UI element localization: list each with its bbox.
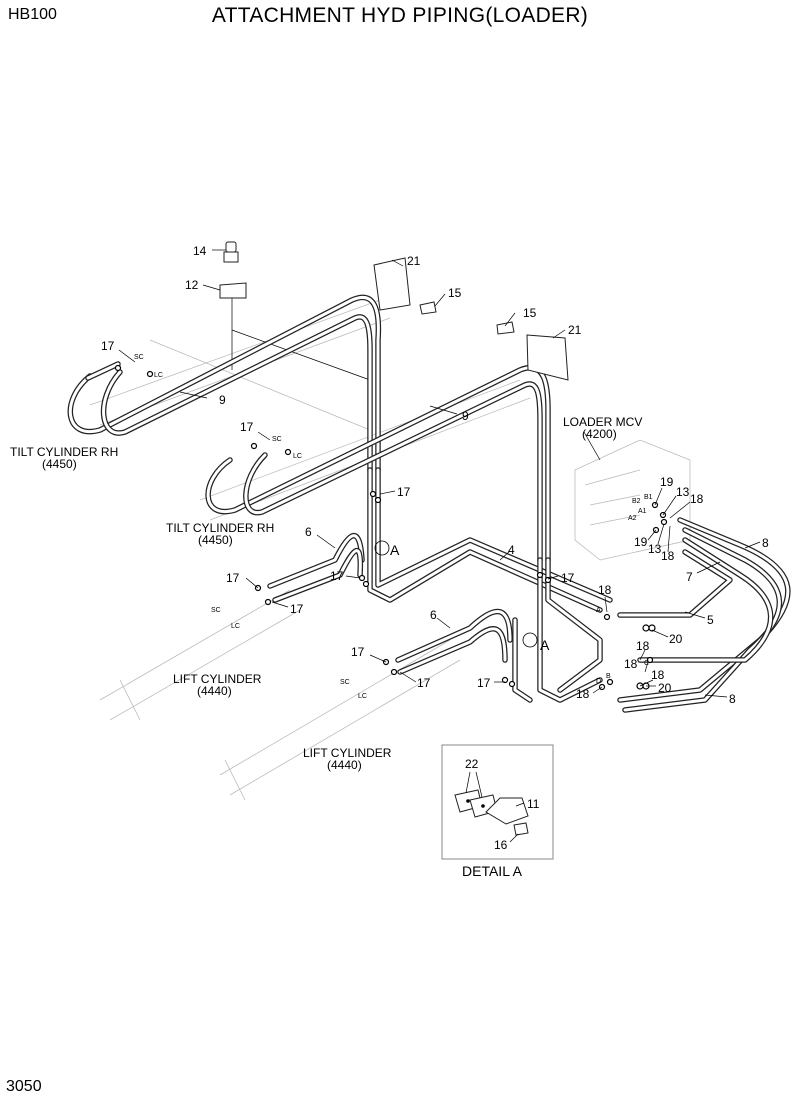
- port-sc: SC: [340, 679, 350, 686]
- callout-7: 7: [686, 570, 693, 584]
- port-b: B: [606, 673, 611, 680]
- loader-mcv-label: LOADER MCV: [563, 415, 642, 429]
- callout-15: 15: [448, 286, 462, 300]
- callout-18: 18: [690, 492, 704, 506]
- callout-20: 20: [658, 681, 672, 695]
- callout-17: 17: [330, 569, 344, 583]
- callout-6: 6: [305, 525, 312, 539]
- detail-a: 22 11 16 DETAIL A: [441, 744, 554, 879]
- callout-19: 19: [634, 535, 648, 549]
- callout-4: 4: [508, 543, 515, 557]
- callout-17: 17: [240, 420, 254, 434]
- callout-18: 18: [651, 668, 665, 682]
- tilt-cylinder-label: TILT CYLINDER RH: [10, 445, 118, 459]
- callout-6: 6: [430, 608, 437, 622]
- port-lc: LC: [154, 372, 163, 379]
- callout-12: 12: [185, 278, 199, 292]
- callout-15: 15: [523, 306, 537, 320]
- leader-lines: [118, 249, 761, 698]
- tilt-hose-set-2: [205, 365, 551, 563]
- callout-9: 9: [462, 409, 469, 423]
- callout-18: 18: [624, 657, 638, 671]
- callout-8: 8: [729, 692, 736, 706]
- loader-mcv-code: (4200): [582, 427, 617, 441]
- lift-cylinder-code: (4440): [327, 758, 362, 772]
- lift-hoses: [267, 532, 513, 675]
- callout-17: 17: [417, 676, 431, 690]
- hardware: [114, 241, 668, 691]
- callout-18: 18: [661, 549, 675, 563]
- section-mark-a: A: [390, 542, 400, 558]
- callout-17: 17: [477, 676, 491, 690]
- detail-caption: DETAIL A: [462, 863, 523, 879]
- page-number: 3050: [6, 1078, 42, 1095]
- port-c: C: [644, 660, 649, 667]
- callout-17: 17: [397, 485, 411, 499]
- tilt-hose-set-1: [67, 294, 382, 473]
- callout-13: 13: [648, 542, 662, 556]
- lift-cylinder-label: LIFT CYLINDER: [303, 746, 392, 760]
- lift-cylinder-code: (4440): [197, 684, 232, 698]
- port-labels: SC LC SC LC SC LC SC LC B2 B1 A2 A1 A C …: [134, 354, 653, 700]
- callout-18: 18: [636, 639, 650, 653]
- model-code: HB100: [8, 6, 57, 23]
- detail-callout-22: 22: [465, 757, 479, 771]
- callout-19: 19: [660, 475, 674, 489]
- callout-17: 17: [351, 645, 365, 659]
- callout-14: 14: [193, 244, 207, 258]
- callout-18: 18: [576, 687, 590, 701]
- callout-17: 17: [290, 602, 304, 616]
- callout-21: 21: [568, 323, 582, 337]
- port-a: A: [596, 607, 601, 614]
- callout-18: 18: [598, 583, 612, 597]
- callout-17: 17: [561, 571, 575, 585]
- port-lc: LC: [358, 693, 367, 700]
- callout-13: 13: [676, 485, 690, 499]
- callout-17: 17: [101, 339, 115, 353]
- component-labels: LOADER MCV (4200) TILT CYLINDER RH (4450…: [10, 415, 642, 772]
- detail-callout-11: 11: [527, 797, 540, 811]
- detail-callout-16: 16: [494, 838, 508, 852]
- port-a2: A2: [628, 515, 637, 522]
- port-lc: LC: [293, 453, 302, 460]
- page-title: ATTACHMENT HYD PIPING(LOADER): [211, 4, 589, 27]
- callout-17: 17: [226, 571, 240, 585]
- port-sc: SC: [134, 354, 144, 361]
- lift-cylinder-label: LIFT CYLINDER: [173, 672, 262, 686]
- callout-8: 8: [762, 536, 769, 550]
- tilt-cylinder-code: (4450): [198, 533, 233, 547]
- callout-9: 9: [219, 393, 226, 407]
- port-lc: LC: [231, 623, 240, 630]
- section-mark-a: A: [540, 637, 550, 653]
- steel-lines: [367, 467, 613, 703]
- callout-numbers: 14 12 21 15 15 21 17 9 17 9 17 6 4 17 17…: [101, 244, 769, 706]
- callout-20: 20: [669, 632, 683, 646]
- callout-21: 21: [407, 254, 421, 268]
- mcv-hoses: [617, 517, 791, 713]
- port-d: D: [596, 678, 601, 685]
- port-b1: B1: [644, 494, 653, 501]
- port-sc: SC: [211, 607, 221, 614]
- tilt-cylinder-code: (4450): [42, 457, 77, 471]
- port-b2: B2: [632, 498, 641, 505]
- port-sc: SC: [272, 436, 282, 443]
- tilt-cylinder-label: TILT CYLINDER RH: [166, 521, 274, 535]
- port-a1: A1: [638, 508, 647, 515]
- callout-5: 5: [707, 613, 714, 627]
